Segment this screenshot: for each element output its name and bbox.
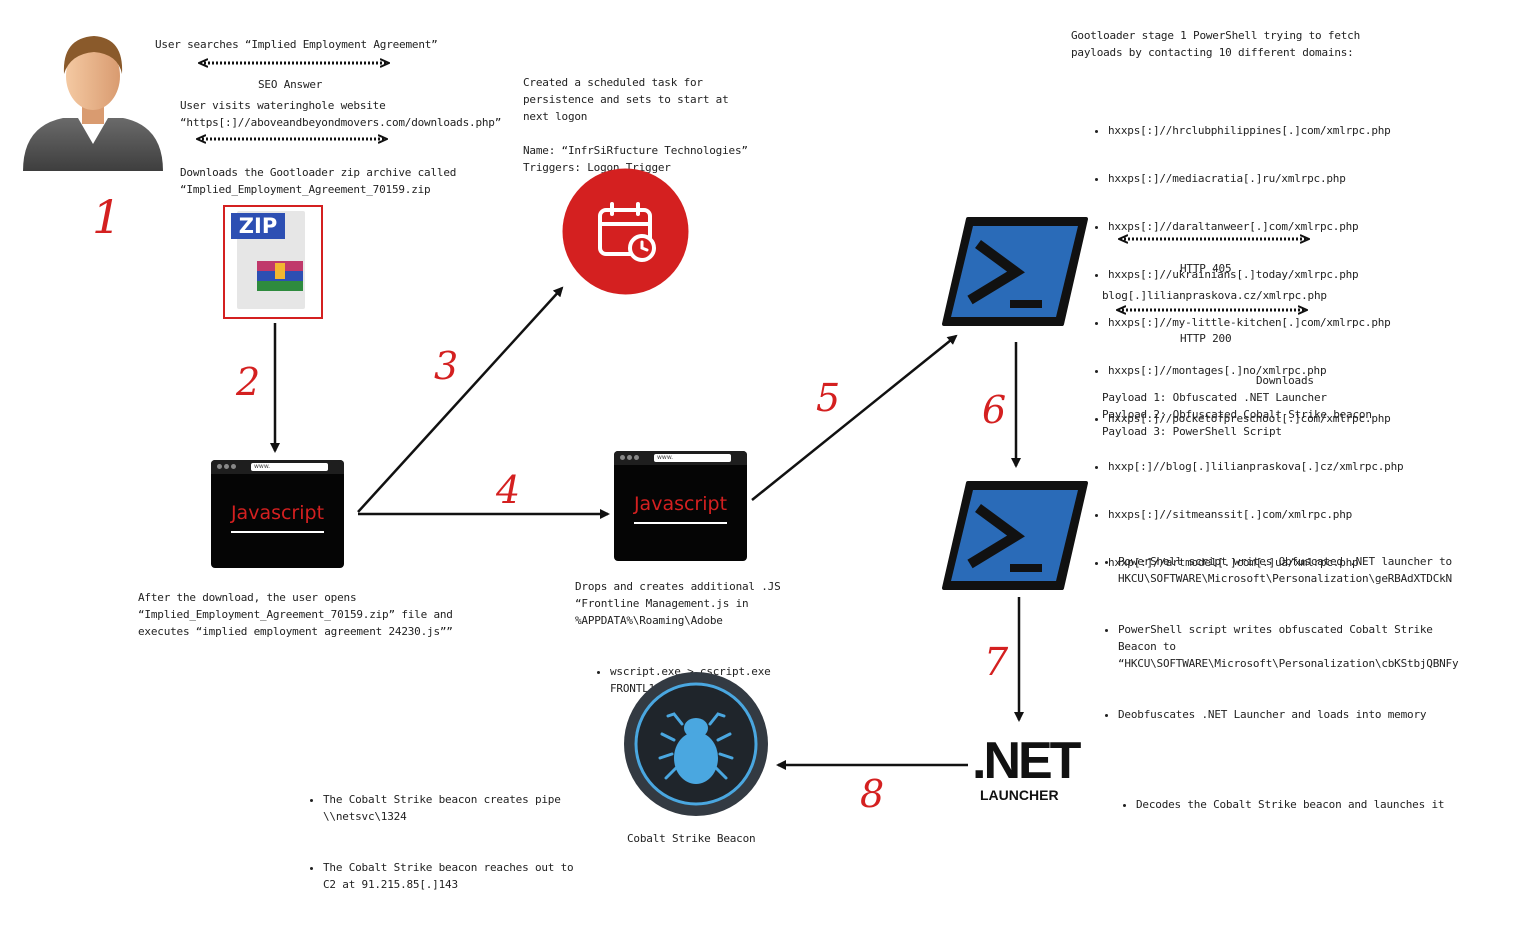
scheduled-task-text: Created a scheduled task for persistence… bbox=[523, 76, 748, 174]
domain-item: hxxp[:]//artmodel[.]com[.]ua/xmlrpc.php bbox=[1108, 555, 1403, 571]
dotnet-launcher-logo: .NET LAUNCHER bbox=[972, 735, 1084, 803]
beacon-label: Cobalt Strike Beacon bbox=[627, 832, 756, 845]
domain-item: hxxps[:]//daraltanweer[.]com/xmlrpc.php bbox=[1108, 219, 1403, 235]
domain-item: hxxps[:]//my-little-kitchen[.]com/xmlrpc… bbox=[1108, 315, 1403, 331]
visit-text: User visits wateringhole website “https[… bbox=[180, 99, 502, 129]
payload-list: Payload 1: Obfuscated .NET Launcher Payl… bbox=[1102, 391, 1372, 438]
seo-answer-label: SEO Answer bbox=[258, 78, 323, 91]
step-number-4: 4 bbox=[496, 468, 521, 512]
step-number-2: 2 bbox=[236, 360, 261, 404]
domain-list: hxxps[:]//hrclubphilippines[.]com/xmlrpc… bbox=[1090, 59, 1404, 619]
download-text: Downloads the Gootloader zip archive cal… bbox=[180, 166, 457, 196]
step6-bullets: PowerShell script writes Obfuscated .NET… bbox=[1100, 485, 1459, 774]
step8-bullet: The Cobalt Strike beacon reaches out to … bbox=[323, 859, 574, 893]
launcher-label: LAUNCHER bbox=[980, 787, 1059, 803]
step6-bullet: Deobfuscates .NET Launcher and loads int… bbox=[1118, 706, 1458, 723]
domain-item: hxxps[:]//ukrainians[.]today/xmlrpc.php bbox=[1108, 267, 1403, 283]
downloads-title: Downloads bbox=[1256, 374, 1314, 387]
step6-bullet: PowerShell script writes obfuscated Coba… bbox=[1118, 621, 1459, 672]
zip-archive-icon: ZIP bbox=[223, 205, 323, 319]
step4-caption: Drops and creates additional .JS “Frontl… bbox=[575, 580, 781, 627]
step-number-7: 7 bbox=[984, 640, 1009, 684]
domain-item: hxxps[:]//pocketofpreschool[.]com/xmlrpc… bbox=[1108, 411, 1403, 427]
url-bar: www. bbox=[251, 463, 328, 471]
javascript-window-2: www. Javascript bbox=[614, 451, 747, 561]
domain-item: hxxps[:]//montages[.]no/xmlrpc.php bbox=[1108, 363, 1403, 379]
powershell-fetch-intro: Gootloader stage 1 PowerShell trying to … bbox=[1071, 29, 1361, 59]
step-number-6: 6 bbox=[982, 388, 1007, 432]
javascript-label: Javascript bbox=[230, 502, 325, 524]
user-avatar-icon bbox=[23, 36, 163, 171]
url-bar: www. bbox=[654, 454, 731, 462]
http-405-label: HTTP 405 bbox=[1180, 262, 1232, 275]
step2-caption: After the download, the user opens “Impl… bbox=[138, 591, 453, 638]
step-number-5: 5 bbox=[816, 376, 841, 420]
arrow-step3 bbox=[357, 286, 564, 513]
javascript-label: Javascript bbox=[633, 493, 728, 515]
flow-arrows bbox=[0, 0, 1536, 770]
blog-url-label: blog[.]lilianpraskova.cz/xmlrpc.php bbox=[1102, 289, 1327, 302]
bug-icon bbox=[624, 672, 768, 816]
domain-item: hxxps[:]//mediacratia[.]ru/xmlrpc.php bbox=[1108, 171, 1403, 187]
calendar-clock-icon bbox=[562, 168, 689, 295]
search-text: User searches “Implied Employment Agreem… bbox=[155, 38, 438, 51]
step-number-8: 8 bbox=[860, 772, 885, 816]
http-200-label: HTTP 200 bbox=[1180, 332, 1232, 345]
step6-bullet: PowerShell script writes Obfuscated .NET… bbox=[1118, 553, 1458, 587]
domain-item: hxxp[:]//blog[.]lilianpraskova[.]cz/xmlr… bbox=[1108, 459, 1404, 475]
powershell-icon bbox=[942, 481, 1088, 590]
domain-item: hxxps[:]//hrclubphilippines[.]com/xmlrpc… bbox=[1108, 123, 1403, 139]
powershell-icon bbox=[942, 217, 1088, 326]
step-number-3: 3 bbox=[434, 344, 459, 388]
step8-bullets: The Cobalt Strike beacon creates pipe \\… bbox=[305, 723, 574, 944]
arrow-step5 bbox=[751, 334, 958, 501]
step8-bullet: The Cobalt Strike beacon creates pipe \\… bbox=[323, 791, 573, 825]
step-number-1: 1 bbox=[92, 190, 122, 244]
step7-bullet: Decodes the Cobalt Strike beacon and lau… bbox=[1136, 796, 1444, 813]
javascript-window-1: www. Javascript bbox=[211, 460, 344, 568]
domain-item: hxxps[:]//sitmeanssit[.]com/xmlrpc.php bbox=[1108, 507, 1403, 523]
dotnet-logo-text: .NET bbox=[972, 732, 1081, 790]
zip-badge: ZIP bbox=[231, 213, 285, 239]
step7-bullets: Decodes the Cobalt Strike beacon and lau… bbox=[1118, 762, 1444, 830]
